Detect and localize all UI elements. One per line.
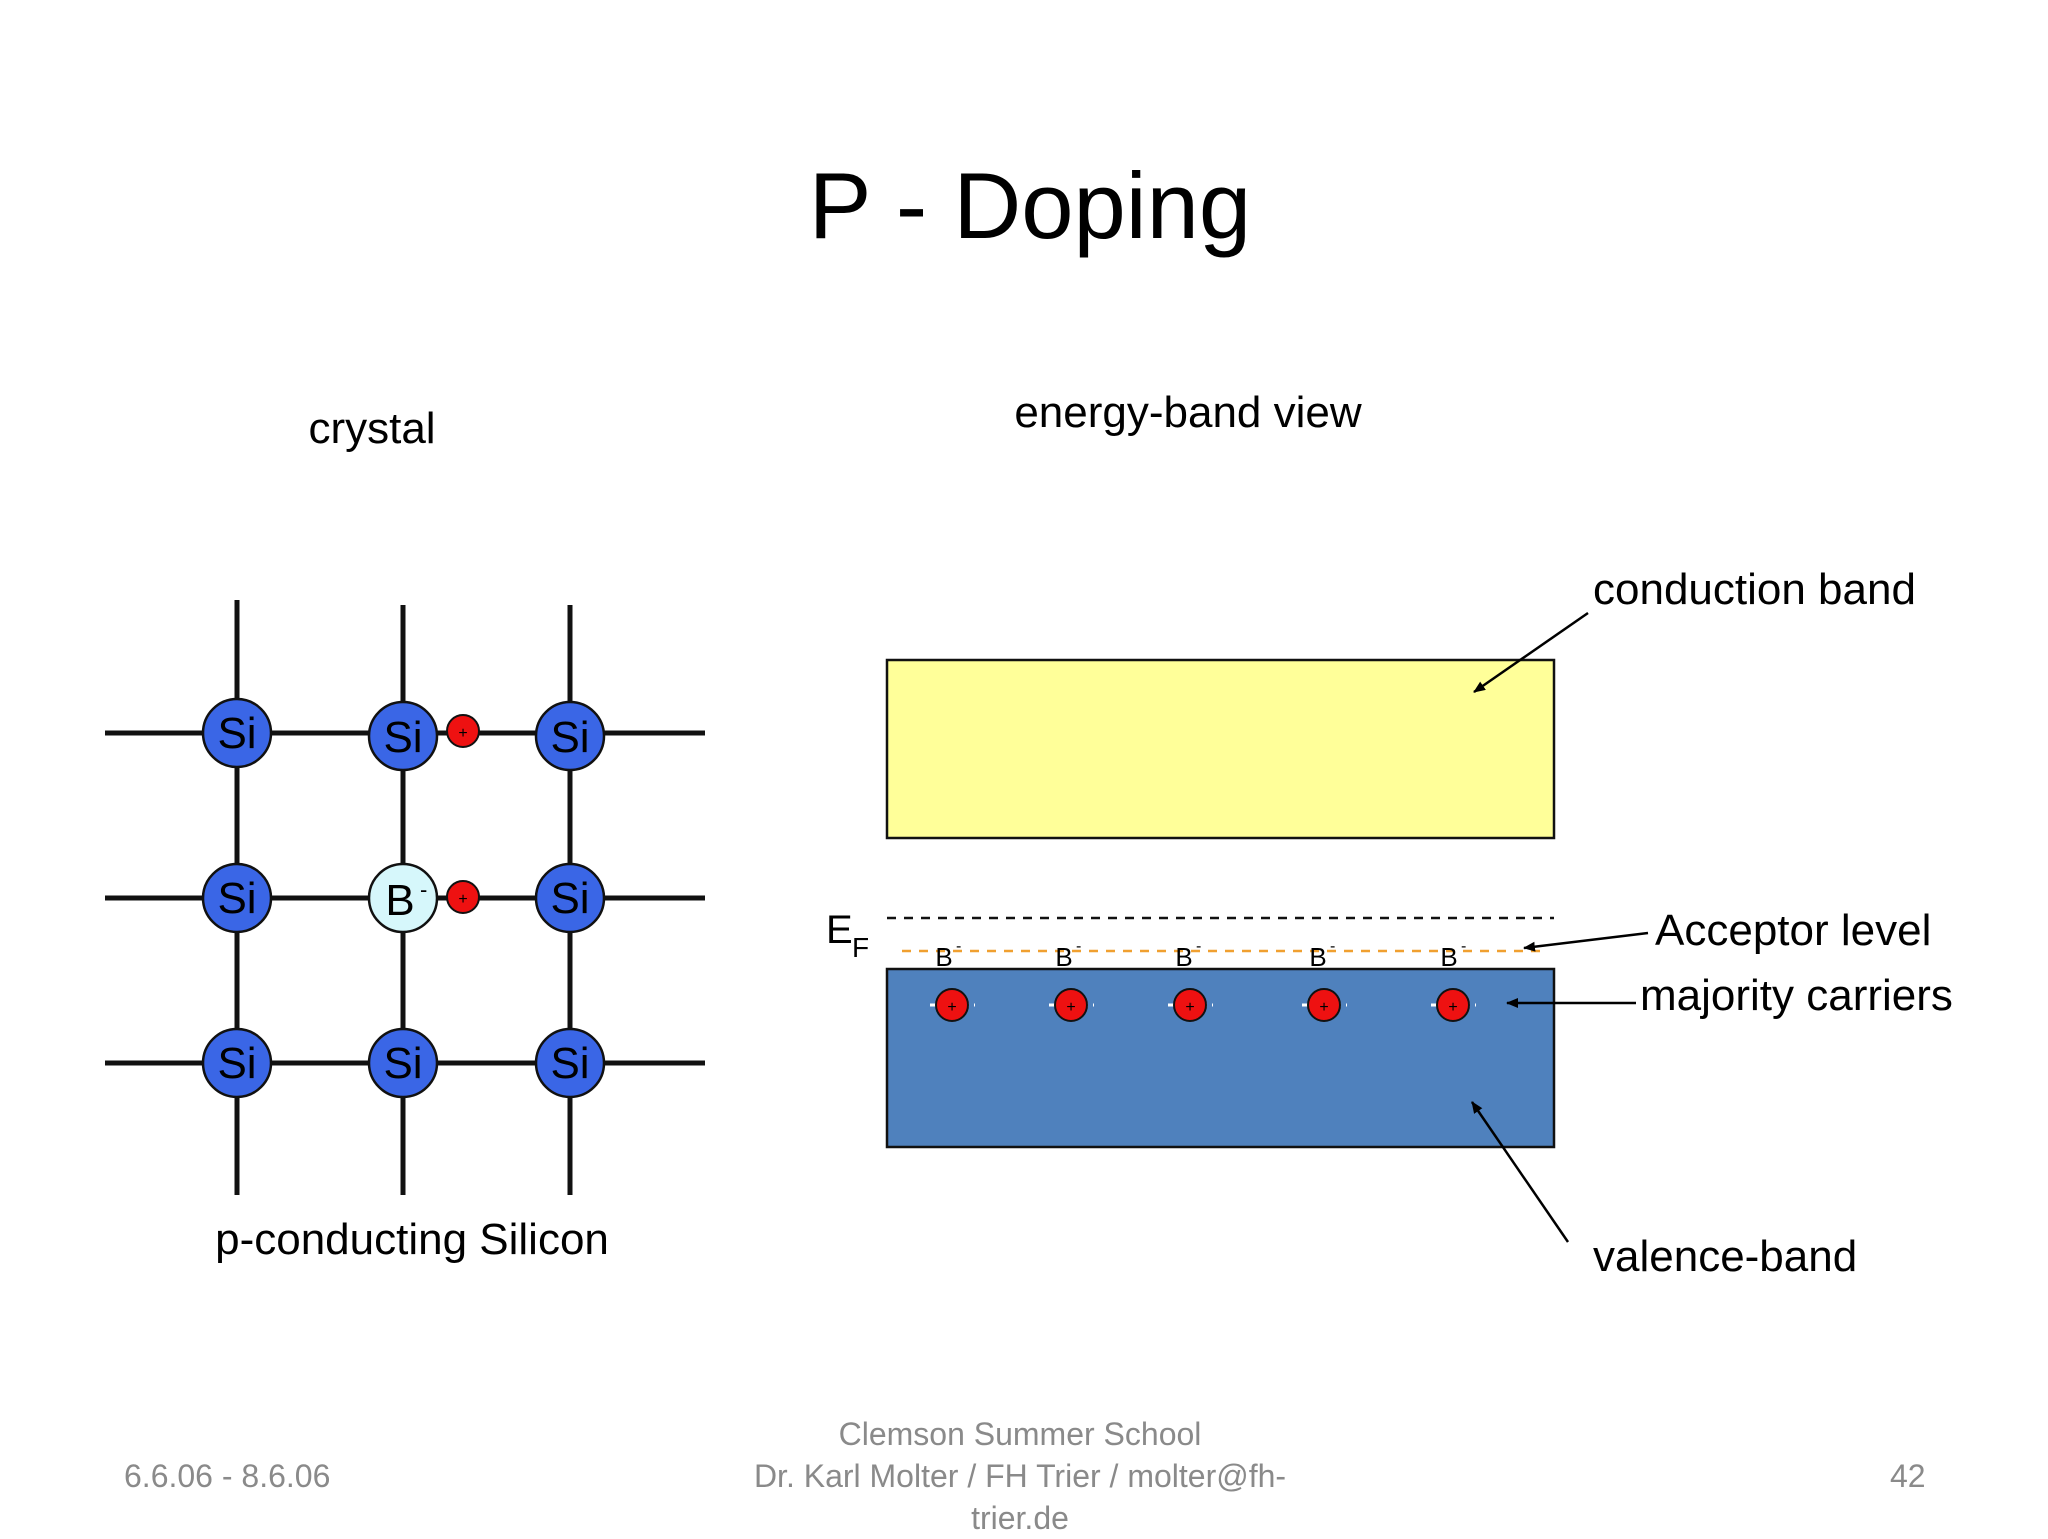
- atom-label: Si: [550, 874, 589, 923]
- valence-hole-5: +: [1431, 988, 1476, 1022]
- acceptor-symbol: B: [1175, 942, 1192, 972]
- acceptor-symbol: B: [935, 942, 952, 972]
- fermi-level-label: E F: [826, 908, 869, 963]
- atom-label: B: [385, 876, 414, 925]
- acceptor-atom-5: B -: [1440, 938, 1466, 972]
- boron-charge: -: [420, 877, 427, 902]
- valence-hole-2: +: [1049, 988, 1094, 1022]
- page-number: 42: [1890, 1458, 1926, 1494]
- crystal-hole-top: +: [446, 714, 480, 748]
- acceptor-symbol: B: [1309, 942, 1326, 972]
- acceptor-symbol: B: [1440, 942, 1457, 972]
- footer-line-2: Dr. Karl Molter / FH Trier / molter@fh-: [753, 1458, 1287, 1494]
- acceptor-charge: -: [1330, 938, 1335, 955]
- footer-line-1: Clemson Summer School: [838, 1416, 1202, 1452]
- acceptor-symbol: B: [1055, 942, 1072, 972]
- valence-hole-1: +: [930, 988, 975, 1022]
- atom-label: Si: [217, 874, 256, 923]
- hole-charge: +: [947, 999, 956, 1016]
- fermi-label-main: E: [826, 908, 853, 952]
- band-heading: energy-band view: [1014, 388, 1362, 437]
- valence-band-arrow: [1470, 1101, 1570, 1243]
- acceptor-charge: -: [956, 938, 961, 955]
- hole-charge: +: [1185, 999, 1194, 1016]
- atom-si-r1c2: Si: [367, 700, 439, 772]
- majority-carriers-label: majority carriers: [1640, 971, 1953, 1020]
- acceptor-atom-2: B -: [1055, 938, 1081, 972]
- acceptor-atom-3: B -: [1175, 938, 1201, 972]
- hole-charge: +: [1448, 999, 1457, 1016]
- atom-boron: B -: [367, 862, 439, 934]
- atom-label: Si: [217, 1039, 256, 1088]
- atom-si-r1c3: Si: [534, 700, 606, 772]
- crystal-heading: crystal: [308, 404, 435, 453]
- acceptor-charge: -: [1076, 938, 1081, 955]
- valence-hole-4: +: [1302, 988, 1347, 1022]
- atom-label: Si: [550, 1039, 589, 1088]
- atom-label: Si: [383, 1039, 422, 1088]
- acceptor-level-arrow: [1523, 931, 1649, 952]
- atom-si-r3c1: Si: [201, 1027, 273, 1099]
- hole-charge: +: [1319, 999, 1328, 1016]
- atom-label: Si: [217, 709, 256, 758]
- atom-si-r2c3: Si: [534, 862, 606, 934]
- conduction-band-label: conduction band: [1593, 565, 1916, 614]
- valence-band-label: valence-band: [1593, 1232, 1857, 1281]
- hole-charge: +: [458, 725, 467, 742]
- acceptor-charge: -: [1196, 938, 1201, 955]
- atom-si-r3c2: Si: [367, 1027, 439, 1099]
- atom-label: Si: [383, 713, 422, 762]
- crystal-caption: p-conducting Silicon: [215, 1215, 609, 1264]
- acceptor-atom-1: B -: [935, 938, 961, 972]
- acceptor-charge: -: [1461, 938, 1466, 955]
- hole-charge: +: [458, 891, 467, 908]
- footer-date: 6.6.06 - 8.6.06: [124, 1458, 331, 1494]
- slide-title: P - Doping: [809, 153, 1251, 258]
- conduction-band: [885, 658, 1556, 840]
- fermi-label-sub: F: [852, 932, 869, 963]
- valence-hole-3: +: [1168, 988, 1213, 1022]
- atom-si-r2c1: Si: [201, 862, 273, 934]
- atom-si-r1c1: Si: [201, 697, 273, 769]
- acceptor-level-label: Acceptor level: [1655, 906, 1931, 955]
- atom-label: Si: [550, 713, 589, 762]
- hole-charge: +: [1066, 999, 1075, 1016]
- atom-si-r3c3: Si: [534, 1027, 606, 1099]
- crystal-lattice: Si Si Si Si B - Si: [105, 600, 705, 1195]
- footer-line-3: trier.de: [971, 1500, 1069, 1536]
- acceptor-atom-4: B -: [1309, 938, 1335, 972]
- conduction-band-arrow: [1473, 611, 1589, 694]
- footer-author: Clemson Summer School Dr. Karl Molter / …: [740, 1413, 1300, 1539]
- crystal-hole-middle: +: [446, 880, 480, 914]
